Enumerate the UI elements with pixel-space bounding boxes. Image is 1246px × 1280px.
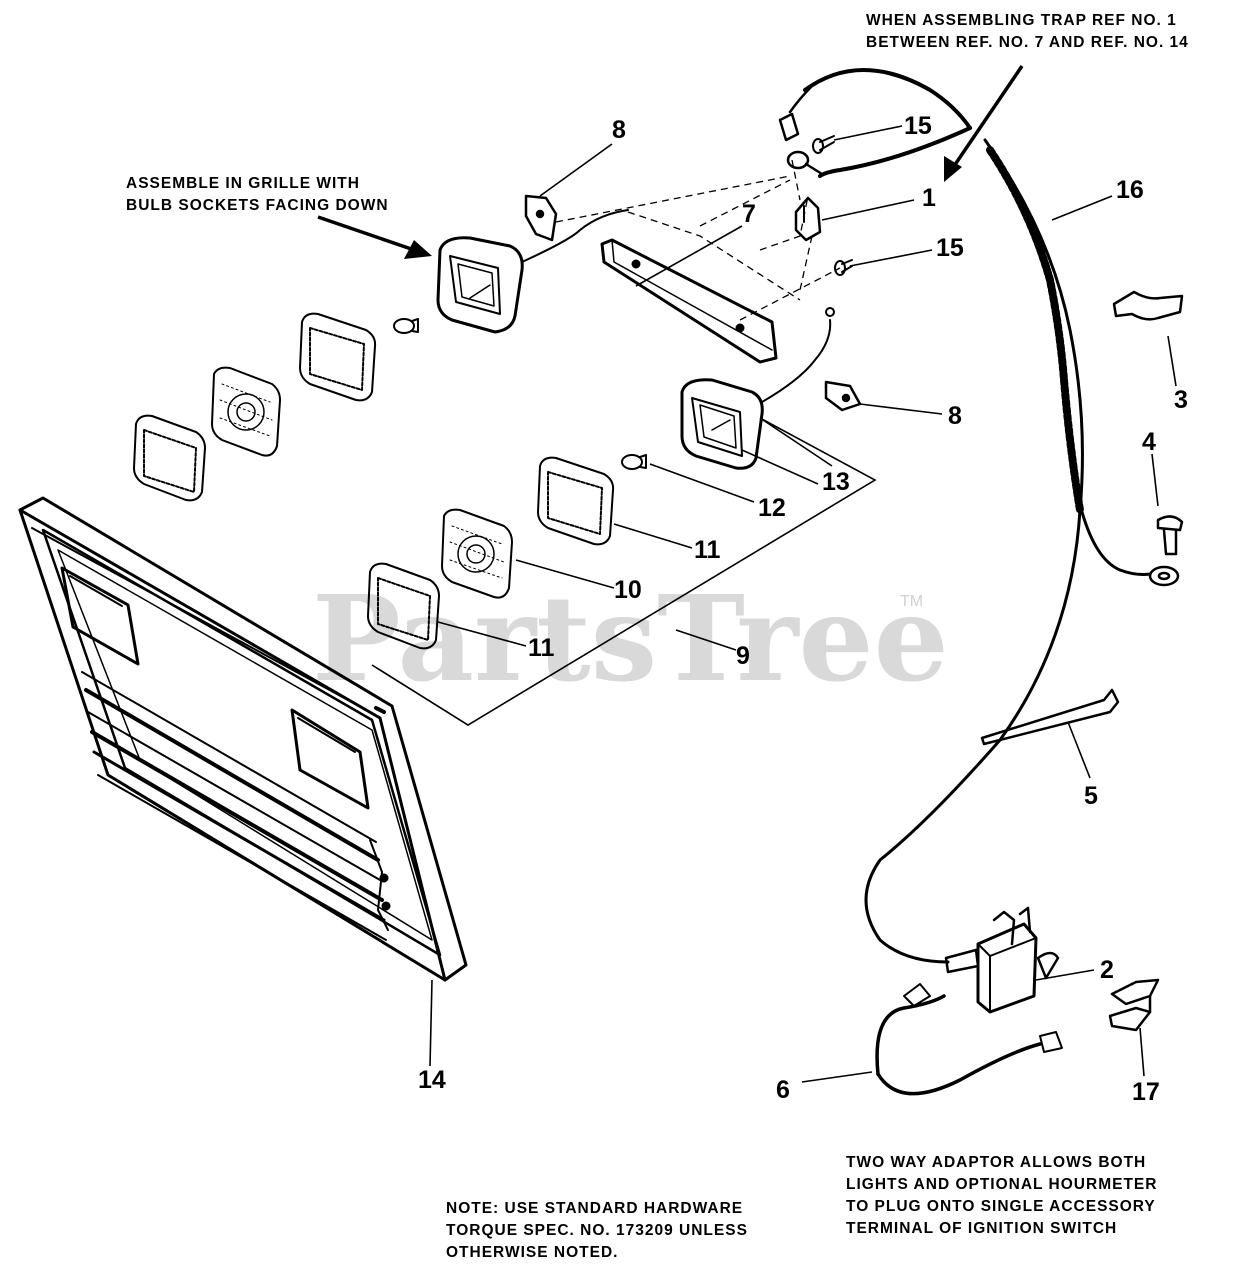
left-lens [211,366,281,457]
ring-terminal-top [786,150,824,176]
note-line: BULB SOCKETS FACING DOWN [126,197,389,214]
grille-part-14 [18,496,468,982]
callout-leaders [429,125,1177,1083]
grille-assembly-note: ASSEMBLE IN GRILLE WITH BULB SOCKETS FAC… [126,173,389,217]
note-line: ASSEMBLE IN GRILLE WITH [126,175,360,192]
note-line: TORQUE SPEC. NO. 173209 UNLESS [446,1222,748,1239]
callout-2: 2 [1100,956,1114,984]
callout-14: 14 [418,1066,446,1094]
callout-11: 11 [694,536,721,564]
callout-16: 16 [1116,176,1144,204]
kit-outline-9 [371,417,877,726]
jumper-wire-part-6 [875,983,1063,1096]
clip-part-17 [1108,978,1160,1032]
callout-15: 15 [904,112,932,140]
callout-labels: 8 7 1 15 15 16 3 4 8 13 12 11 10 11 9 5 … [418,112,1188,1106]
support-bar-part-7 [600,238,778,364]
right-lens [441,508,513,599]
watermark-tm: TM [900,593,923,610]
bolt-part-4 [1148,515,1184,587]
callout-8: 8 [948,402,962,430]
callout-9: 9 [736,642,750,670]
callout-7: 7 [742,200,756,228]
note-line: WHEN ASSEMBLING TRAP REF NO. 1 [866,12,1177,29]
note-line: LIGHTS AND OPTIONAL HOURMETER [846,1176,1158,1193]
callout-5: 5 [1084,782,1098,810]
callout-3: 3 [1174,386,1188,414]
note-line: BETWEEN REF. NO. 7 AND REF. NO. 14 [866,34,1189,51]
right-lamp-housing [680,307,835,470]
screw-part-15-upper [812,135,835,154]
callout-17: 17 [1132,1078,1160,1106]
clamp-part-3 [1112,290,1184,321]
callout-4: 4 [1142,428,1156,456]
left-outer-gasket [133,414,206,502]
callout-13: 13 [822,468,850,496]
note-line: OTHERWISE NOTED. [446,1244,619,1261]
note-line: TWO WAY ADAPTOR ALLOWS BOTH [846,1154,1147,1171]
callout-1: 1 [922,184,936,212]
callout-15: 15 [936,234,964,262]
note-line: TO PLUG ONTO SINGLE ACCESSORY [846,1198,1156,1215]
left-lamp-housing [436,209,629,334]
screw-part-15-lower [834,259,853,276]
callout-11: 11 [528,634,555,662]
callout-12: 12 [758,494,786,522]
right-gasket [537,456,615,546]
left-gasket [299,312,377,402]
trap-part-1 [794,196,822,242]
arrow-grille-note [317,215,432,259]
callout-6: 6 [776,1076,790,1104]
trap-assembly-note: WHEN ASSEMBLING TRAP REF NO. 1 BETWEEN R… [866,10,1189,54]
hardware-torque-note: NOTE: USE STANDARD HARDWARE TORQUE SPEC.… [446,1198,748,1264]
right-outer-gasket [367,562,440,650]
callout-10: 10 [614,576,642,604]
note-line: NOTE: USE STANDARD HARDWARE [446,1200,744,1217]
bracket-part-8-lower [824,380,862,412]
adaptor-note: TWO WAY ADAPTOR ALLOWS BOTH LIGHTS AND O… [846,1152,1157,1240]
left-bulb [393,318,419,334]
right-bulb [621,454,647,470]
adaptor-part-2 [944,906,1060,1014]
connector-top [778,84,814,142]
cable-tie-part-5 [980,688,1120,746]
callout-8: 8 [612,116,626,144]
assembly-lines [555,159,841,321]
note-line: TERMINAL OF IGNITION SWITCH [846,1220,1118,1237]
wiring-harness [803,68,1152,964]
arrow-trap-note [944,65,1024,182]
bracket-part-8-upper [524,194,558,242]
